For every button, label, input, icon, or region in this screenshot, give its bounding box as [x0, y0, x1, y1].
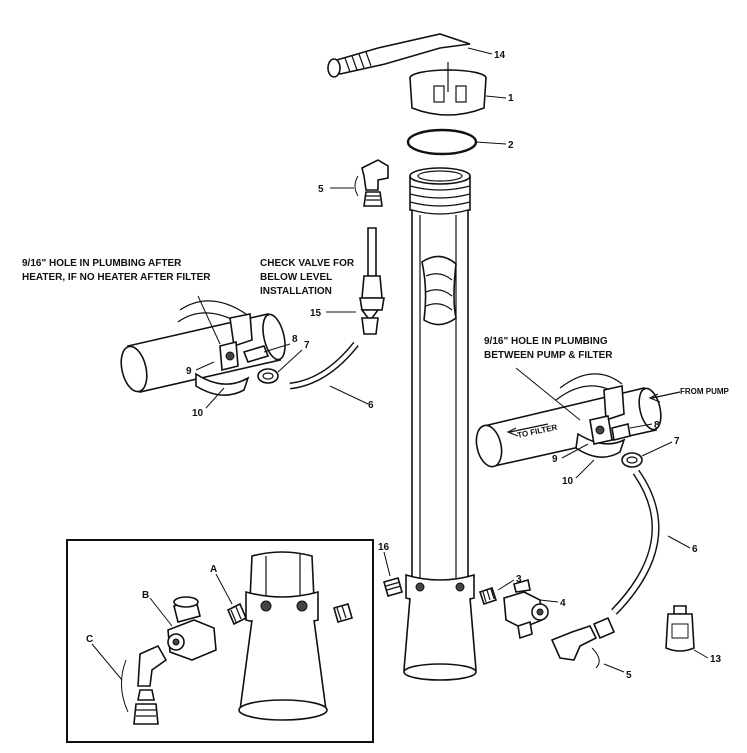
callout-8-left: 8 — [292, 334, 298, 345]
right-pipe-assembly — [475, 373, 681, 468]
note-check-valve-line1: CHECK VALVE FOR — [260, 258, 355, 269]
inset-detail — [66, 539, 374, 743]
part-3-fitting — [478, 586, 498, 606]
note-hole-after-heater-line1: 9/16" HOLE IN PLUMBING AFTER — [22, 258, 182, 269]
note-hole-between-line2: BETWEEN PUMP & FILTER — [484, 350, 613, 361]
callout-10-right: 10 — [562, 476, 574, 487]
callout-13: 13 — [710, 654, 722, 665]
part-15-check-valve — [359, 227, 385, 335]
part-2-o-ring — [406, 128, 478, 156]
note-hole-between-line1: 9/16" HOLE IN PLUMBING — [484, 336, 608, 347]
callout-15: 15 — [310, 308, 322, 319]
label-from-pump: FROM PUMP — [680, 387, 730, 396]
part-14-inlet-hose — [327, 33, 471, 78]
callout-8-right: 8 — [654, 420, 660, 431]
part-1-cap — [409, 62, 487, 116]
callout-9-right: 9 — [552, 454, 558, 465]
callout-B: B — [142, 590, 149, 601]
part-16-drain-plug — [383, 577, 403, 597]
note-check-valve-line2: BELOW LEVEL — [260, 272, 332, 283]
callout-C: C — [86, 634, 93, 645]
callout-4: 4 — [560, 598, 566, 609]
callout-9-left: 9 — [186, 366, 192, 377]
callout-14: 14 — [494, 50, 506, 61]
callout-3: 3 — [516, 574, 522, 585]
note-hole-after-heater-line2: HEATER, IF NO HEATER AFTER FILTER — [22, 272, 211, 283]
left-pipe-assembly — [120, 300, 286, 396]
callout-A: A — [210, 564, 217, 575]
callout-5-bottom: 5 — [626, 670, 632, 681]
part-4-shutoff-valve — [503, 578, 549, 640]
callout-10-left: 10 — [192, 408, 204, 419]
callout-1: 1 — [508, 93, 514, 104]
part-5-elbow-top — [361, 159, 389, 207]
callout-6-right: 6 — [692, 544, 698, 555]
callout-5-top: 5 — [318, 184, 324, 195]
main-canister-tube — [403, 167, 477, 681]
part-5-elbow-bottom — [550, 616, 616, 661]
callout-2: 2 — [508, 140, 514, 151]
note-check-valve-line3: INSTALLATION — [260, 286, 332, 297]
part-13-sealant-bottle — [665, 605, 695, 652]
callout-7-left: 7 — [304, 340, 310, 351]
callout-7-right: 7 — [674, 436, 680, 447]
callout-6-left: 6 — [368, 400, 374, 411]
callout-16: 16 — [378, 542, 390, 553]
